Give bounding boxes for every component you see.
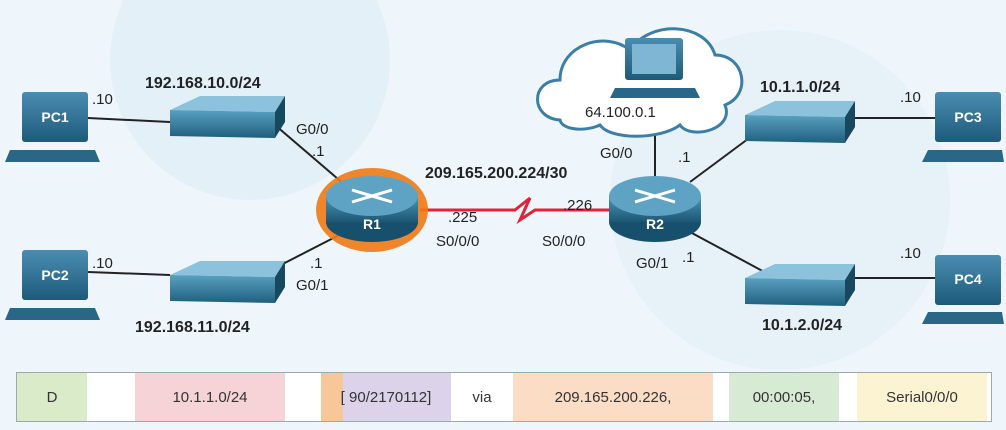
pc3-icon <box>922 92 1004 162</box>
pc1-host-label: .10 <box>92 91 113 108</box>
isp-ip-label: 64.100.0.1 <box>585 104 656 121</box>
r2-g00-label: G0/0 <box>600 145 633 162</box>
r1-g01-ip-label: .1 <box>310 255 323 272</box>
r2-s000-ip-label: .226 <box>563 197 592 214</box>
r1-s000-label: S0/0/0 <box>436 233 479 250</box>
r1-label: R1 <box>363 216 381 232</box>
pc1-icon <box>5 92 100 162</box>
pc2-icon <box>5 250 100 320</box>
r2-g01-ip-label: .1 <box>682 249 695 266</box>
network-label-lan1: 192.168.10.0/24 <box>145 75 261 92</box>
r1-g01-label: G0/1 <box>296 277 329 294</box>
route-interface-cell: Serial0/0/0 <box>857 373 987 421</box>
internet-cloud <box>536 27 744 138</box>
r1-g00-label: G0/0 <box>296 121 329 138</box>
link-pc2-sw2 <box>87 271 171 276</box>
route-spacer <box>87 373 135 421</box>
switch-lan2 <box>170 261 285 303</box>
link-r2-sw4 <box>689 231 771 276</box>
route-via-cell: via <box>451 373 513 421</box>
switch-lan4 <box>745 264 855 306</box>
pc2-host-label: .10 <box>92 255 113 272</box>
route-metric-cell: [ 90/2170112] <box>340 388 432 406</box>
route-code-cell: D <box>17 373 87 421</box>
link-sw1-r1 <box>274 124 346 186</box>
topology-canvas: PC1 PC2 PC3 PC4 R1 R2 192.168.10.0/24 19… <box>5 27 1004 336</box>
network-label-lan4: 10.1.2.0/24 <box>762 317 842 334</box>
pc2-label: PC2 <box>41 267 68 283</box>
pc4-icon <box>922 255 1004 324</box>
route-next-hop-cell: 209.165.200.226, <box>513 373 713 421</box>
route-network-cell: 10.1.1.0/24 <box>135 373 285 421</box>
pc3-label: PC3 <box>954 109 981 125</box>
pc4-label: PC4 <box>954 271 981 287</box>
r1-g00-ip-label: .1 <box>312 143 325 160</box>
link-pc1-sw1 <box>87 117 171 123</box>
switch-lan1 <box>170 96 285 138</box>
pc4-host-label: .10 <box>900 245 921 262</box>
router-r2 <box>609 176 701 242</box>
r1-s000-ip-label: .225 <box>448 209 477 226</box>
ethernet-links <box>87 117 935 279</box>
route-metric-highlight <box>343 373 451 421</box>
route-spacer <box>839 373 857 421</box>
router-r1 <box>316 168 428 252</box>
route-admin-distance-highlight <box>321 373 343 421</box>
pc1-label: PC1 <box>41 109 68 125</box>
serial-link <box>420 196 612 225</box>
route-metric-group: [ 90/2170112] <box>321 373 451 421</box>
r2-s000-label: S0/0/0 <box>542 233 585 250</box>
network-label-lan2: 192.168.11.0/24 <box>135 319 250 336</box>
network-label-wan: 209.165.200.224/30 <box>425 165 567 182</box>
switch-lan3 <box>745 101 855 143</box>
route-spacer <box>285 373 321 421</box>
pc3-host-label: .10 <box>900 89 921 106</box>
network-label-lan3: 10.1.1.0/24 <box>760 79 840 96</box>
route-age-cell: 00:00:05, <box>729 373 839 421</box>
route-spacer <box>713 373 729 421</box>
routing-table-entry: D 10.1.1.0/24 [ 90/2170112] via 209.165.… <box>16 372 992 422</box>
r2-label: R2 <box>646 216 664 232</box>
r2-g01-label: G0/1 <box>636 255 669 272</box>
r2-g00-ip-label: .1 <box>678 149 691 166</box>
